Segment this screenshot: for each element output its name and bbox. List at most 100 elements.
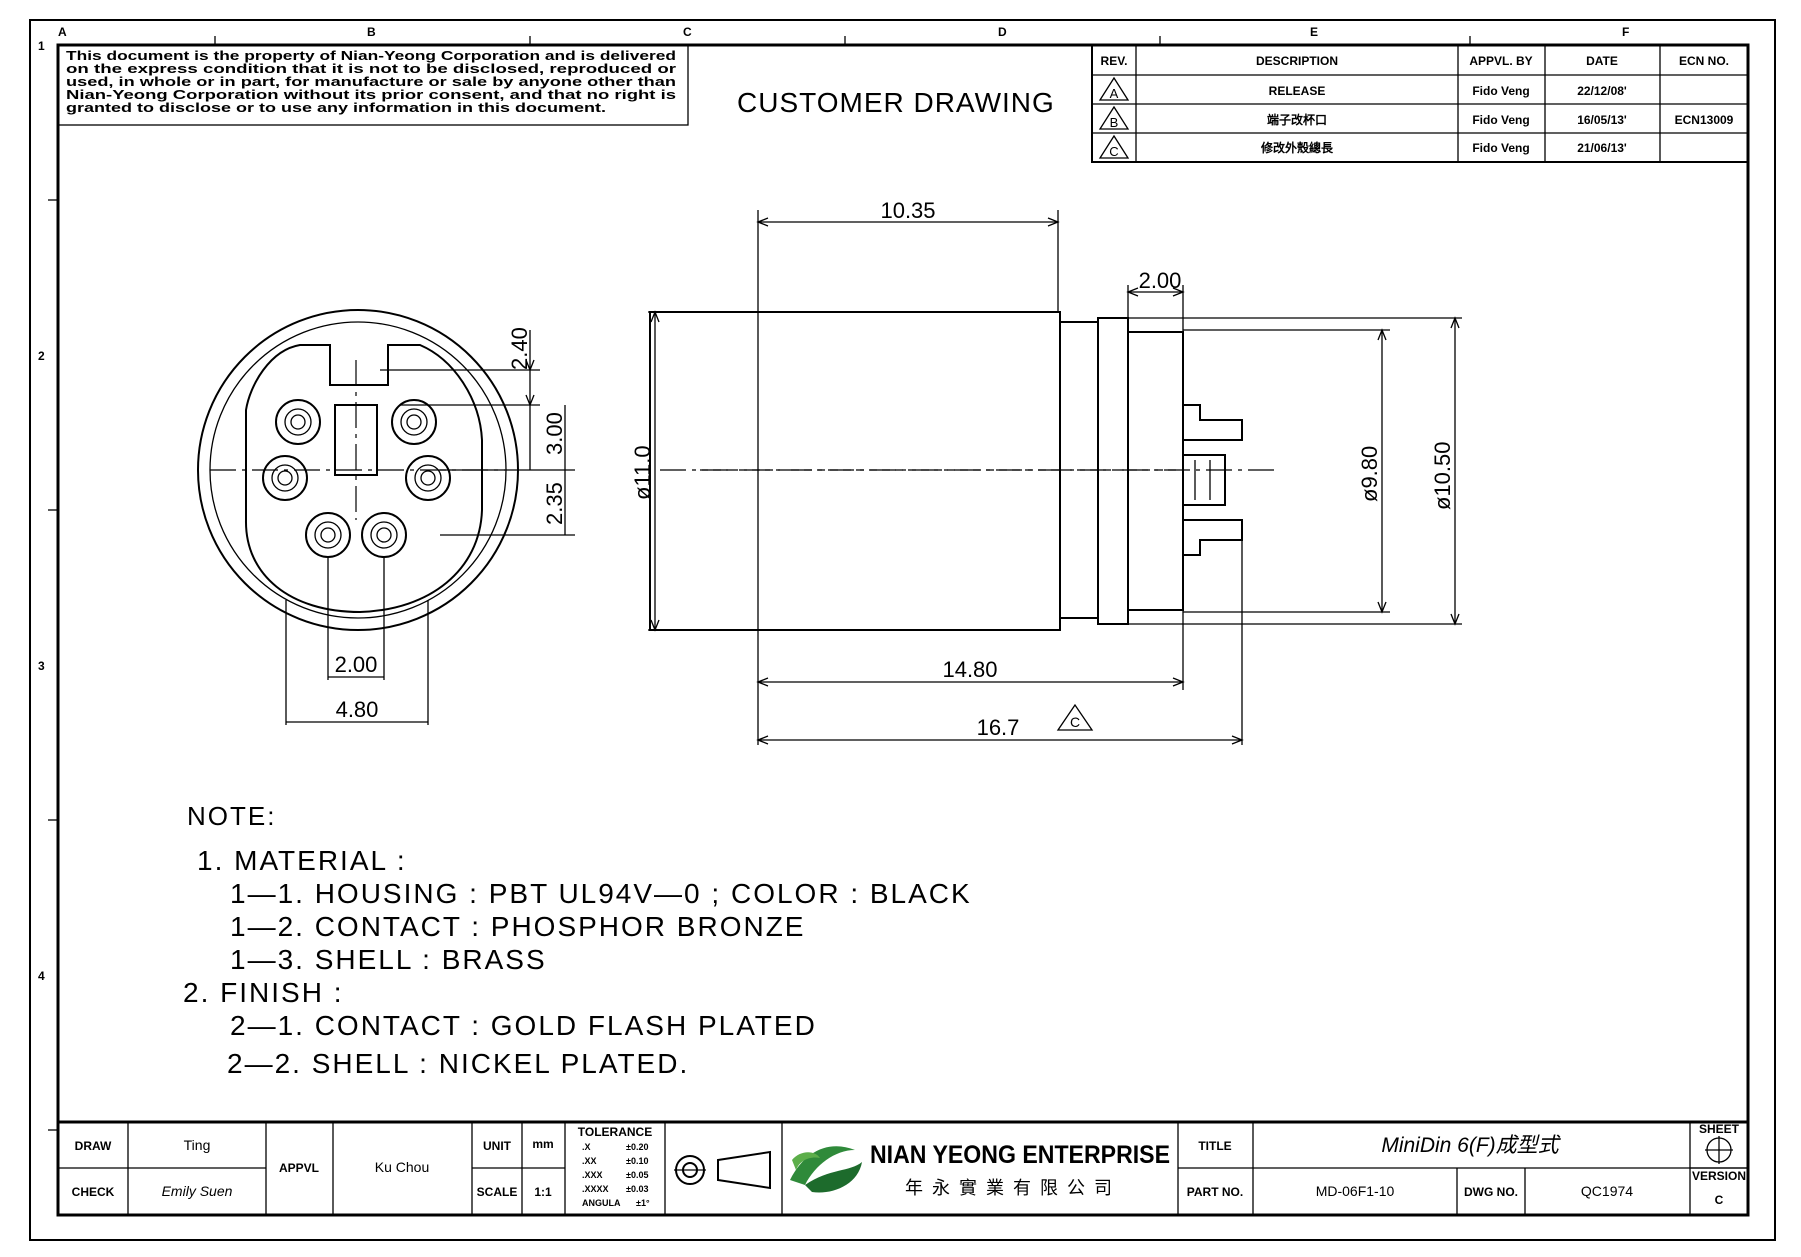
note-line-6: 2—1. CONTACT : GOLD FLASH PLATED (230, 1010, 817, 1041)
rev-row-a: A RELEASE Fido Veng 22/12/08' (1098, 76, 1627, 101)
title-block: DRAW Ting CHECK Emily Suen APPVL Ku Chou… (56, 1120, 1750, 1217)
version-value: C (1715, 1193, 1724, 1207)
notes: NOTE: 1. MATERIAL : 1—1. HOUSING : PBT U… (183, 801, 972, 1079)
side-housing-rear (1127, 331, 1184, 611)
heading-customer-drawing: CUSTOMER DRAWING (737, 87, 1055, 118)
company-name: NIAN YEONG ENTERPRISE (870, 1141, 1170, 1169)
rev-c-letter: C (1109, 144, 1118, 159)
contact-pin-2 (391, 399, 437, 445)
tolerance-row-3-value: ±0.05 (626, 1170, 648, 1180)
rev-header-ecn: ECN NO. (1679, 54, 1729, 68)
zone-number-3: 3 (38, 659, 45, 673)
tolerance-row-4-label: .XXXX (582, 1184, 609, 1194)
rev-triangle-c (1098, 134, 1130, 159)
note-line-3: 1—2. CONTACT : PHOSPHOR BRONZE (230, 911, 805, 942)
rev-a-approved: Fido Veng (1472, 84, 1529, 98)
tolerance-title: TOLERANCE (578, 1125, 652, 1139)
rev-c-description: 修改外殼總長 (1260, 140, 1334, 155)
legal-notice-box (57, 44, 689, 126)
zone-number-2: 2 (38, 349, 45, 363)
front-view: 2.40 3.00 2.35 2.00 4.80 (197, 309, 575, 725)
rev-b-date: 16/05/13' (1577, 113, 1627, 127)
rev-b-ecn: ECN13009 (1675, 113, 1734, 127)
tolerance-row-5-value: ±1° (636, 1198, 650, 1208)
rev-marker-triangle (1056, 703, 1094, 731)
zone-letter-b: B (367, 25, 376, 39)
legal-notice: This document is the property of Nian-Ye… (66, 49, 676, 115)
side-dim-200: 2.00 (1139, 268, 1182, 293)
rev-b-description: 端子改杯口 (1267, 112, 1327, 127)
rev-triangle-a (1098, 76, 1130, 101)
rev-header-date: DATE (1586, 54, 1618, 68)
rev-triangle-b (1098, 105, 1130, 130)
unit-label: UNIT (483, 1139, 512, 1153)
tolerance-row-5-label: ANGULA (582, 1198, 621, 1208)
note-line-2: 1—1. HOUSING : PBT UL94V—0 ; COLOR : BLA… (230, 878, 972, 909)
title-value: MiniDin 6(F)成型式 (1381, 1134, 1561, 1157)
front-dim-200: 2.00 (335, 652, 378, 677)
side-dim-1035: 10.35 (880, 198, 935, 223)
legal-line-4: Nian-Yeong Corporation without its prior… (66, 88, 676, 102)
contact-pin-3 (262, 455, 308, 501)
rev-c-approved: Fido Veng (1472, 141, 1529, 155)
note-line-7: 2—2. SHELL : NICKEL PLATED. (227, 1048, 689, 1079)
zone-letter-a: A (58, 25, 67, 39)
tolerance-row-2-label: .XX (582, 1156, 597, 1166)
rev-a-description: RELEASE (1269, 84, 1326, 98)
rev-header-rev: REV. (1101, 54, 1128, 68)
side-shell-body (649, 311, 1061, 631)
front-dim-480: 4.80 (336, 697, 379, 722)
part-no-label: PART NO. (1187, 1185, 1243, 1199)
appvl-label: APPVL (279, 1161, 319, 1175)
dwg-no-label: DWG NO. (1464, 1185, 1518, 1199)
rev-header-approved: APPVL. BY (1469, 54, 1532, 68)
title-label: TITLE (1198, 1139, 1231, 1153)
zone-letter-c: C (683, 25, 692, 39)
tolerance-row-1-label: .X (582, 1142, 591, 1152)
zone-letter-f: F (1622, 25, 1629, 39)
rev-header-description: DESCRIPTION (1256, 54, 1338, 68)
side-dia-1050: ø10.50 (1430, 442, 1455, 511)
zone-number-1: 1 (38, 39, 45, 53)
front-dim-235: 2.35 (542, 482, 567, 525)
tolerance-row-2-value: ±0.10 (626, 1156, 648, 1166)
draw-label: DRAW (75, 1139, 112, 1153)
zone-letter-e: E (1310, 25, 1318, 39)
note-line-5: 2. FINISH : (183, 977, 343, 1008)
notes-heading: NOTE: (187, 801, 276, 831)
legal-line-3: used, in whole or in part, for manufactu… (66, 75, 676, 89)
contact-pin-1 (275, 399, 321, 445)
unit-value: mm (532, 1137, 553, 1151)
appvl-value: Ku Chou (375, 1159, 429, 1175)
zone-ticks (48, 36, 1471, 1131)
rev-row-c: C 修改外殼總長 Fido Veng 21/06/13' (1098, 134, 1627, 159)
front-housing-outline (244, 344, 483, 614)
zone-labels: A B C D E F 1 2 3 4 (38, 25, 1629, 983)
scale-label: SCALE (477, 1185, 518, 1199)
draw-value: Ting (184, 1137, 211, 1153)
note-line-1: 1. MATERIAL : (197, 845, 407, 876)
tolerance-row-3-label: .XXX (582, 1170, 603, 1180)
side-dia-980: ø9.80 (1357, 446, 1382, 502)
company-logo-icon (790, 1146, 862, 1193)
rev-b-letter: B (1110, 115, 1119, 130)
check-value: Emily Suen (162, 1183, 233, 1199)
note-line-4: 1—3. SHELL : BRASS (230, 944, 547, 975)
side-dim-167: 16.7 (977, 715, 1020, 740)
contact-pin-4 (405, 455, 451, 501)
dwg-no-value: QC1974 (1581, 1183, 1633, 1199)
side-view: 10.35 2.00 ø11.0 ø9.80 (630, 198, 1462, 745)
revision-table: REV. DESCRIPTION APPVL. BY DATE ECN NO. … (1091, 44, 1749, 163)
projection-symbol-icon (674, 1150, 771, 1190)
rev-a-letter: A (1110, 86, 1119, 101)
sheet-crosshair-icon (1705, 1136, 1733, 1164)
zone-number-4: 4 (38, 969, 45, 983)
legal-line-1: This document is the property of Nian-Ye… (66, 49, 676, 63)
version-label: VERSION (1692, 1169, 1746, 1183)
rev-row-b: B 端子改杯口 Fido Veng 16/05/13' ECN13009 (1098, 105, 1734, 130)
front-dim-240: 2.40 (507, 327, 532, 370)
rev-b-approved: Fido Veng (1472, 113, 1529, 127)
front-dim-300: 3.00 (542, 412, 567, 455)
tolerance-row-4-value: ±0.03 (626, 1184, 648, 1194)
